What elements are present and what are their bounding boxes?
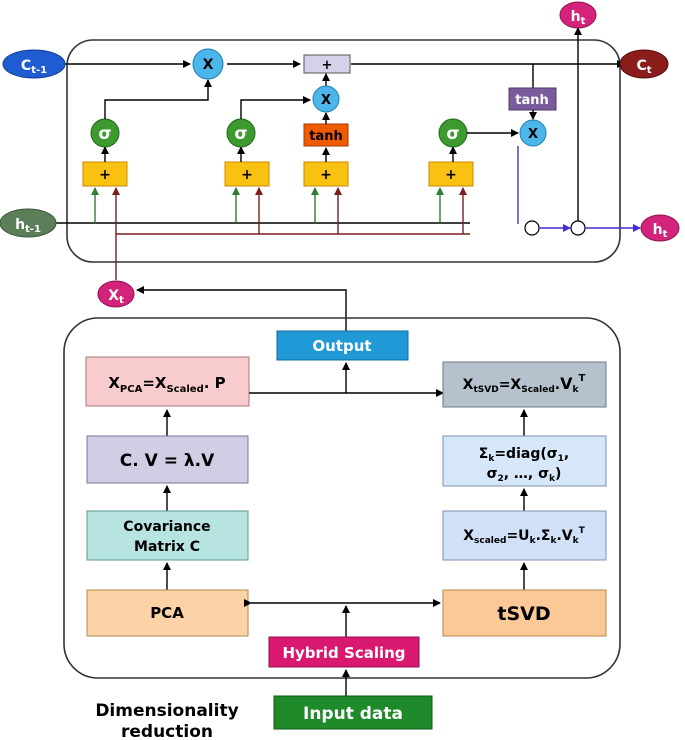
hybrid-scaling-label: Hybrid Scaling: [282, 644, 405, 662]
caption-line-2: reduction: [121, 722, 213, 740]
input-data-box: [273, 695, 433, 730]
forget-multiply-icon: [192, 48, 224, 80]
covariance-box: [86, 510, 249, 561]
sigma-symbol: σ: [446, 124, 459, 144]
dr-boundary: [63, 317, 621, 679]
multiply-symbol: X: [321, 93, 331, 108]
input-bus-line: [115, 233, 470, 280]
multiply-symbol: X: [528, 127, 538, 142]
c-prev-label: Ct-1: [21, 58, 47, 76]
tsvd-label: tSVD: [497, 603, 550, 625]
svd-equation-box: [442, 510, 607, 561]
h-top-badge: [559, 1, 597, 29]
input-multiply-icon: [312, 85, 340, 113]
c-next-badge: [619, 49, 669, 79]
svd-equation: Xscaled=Uk.Σk.VkT: [463, 526, 585, 546]
output-to-xt-path: [136, 286, 347, 331]
pca-projection-box: [85, 356, 250, 407]
tsvd-projection-box: [442, 361, 607, 408]
junction-node: [524, 220, 540, 236]
input-path: [240, 96, 311, 119]
eigen-box: [86, 435, 249, 484]
input-gate-sum: [224, 161, 270, 187]
covariance-line-2: Matrix C: [134, 539, 200, 555]
output-multiply-icon: [519, 119, 547, 147]
sigma-k-line-2: σ2, …, σk): [487, 466, 562, 484]
pca-projection-formula: XPCA=XScaled. P: [108, 374, 225, 395]
pca-box: [86, 589, 249, 637]
c-prev-badge: [2, 49, 66, 79]
h-prev-label: ht-1: [15, 217, 41, 235]
plus-symbol: +: [320, 167, 332, 183]
plus-symbol: +: [445, 167, 457, 183]
x-input-label: Xt: [108, 288, 124, 306]
h-prev-badge: [0, 208, 57, 238]
plus-symbol: +: [99, 167, 111, 183]
cell-state-plus-box: [303, 54, 351, 74]
c-next-label: Ct: [636, 58, 651, 76]
sigma-symbol: σ: [98, 124, 111, 144]
sigma-k-box: [442, 435, 607, 487]
candidate-sum: [303, 161, 349, 187]
multiply-symbol: X: [203, 57, 214, 73]
h-right-badge: [640, 214, 680, 242]
output-label: Output: [312, 337, 371, 355]
output-box: [276, 330, 409, 361]
lstm-cell-boundary: [66, 39, 621, 263]
caption-line-1: Dimensionality: [95, 701, 238, 721]
output-gate-sum: [428, 161, 474, 187]
tanh-label: tanh: [309, 129, 343, 144]
hybrid-scaling-box: [268, 636, 420, 668]
sigma-k-line-1: Σk=diag(σ1,: [479, 446, 570, 464]
pca-label: PCA: [150, 604, 184, 622]
tsvd-box: [442, 589, 607, 637]
h-right-label: ht: [653, 222, 668, 240]
tsvd-projection-formula: XtSVD=XScaled.VkT: [463, 373, 586, 395]
h-top-label: ht: [571, 9, 586, 27]
junction-node: [570, 220, 586, 236]
plus-symbol: +: [241, 167, 253, 183]
covariance-line-1: Covariance: [123, 519, 210, 535]
plus-symbol: +: [322, 58, 333, 73]
x-input-badge: [97, 280, 135, 308]
eigen-formula: C. V = λ.V: [120, 451, 215, 471]
input-data-label: Input data: [303, 704, 403, 724]
sigma-symbol: σ: [234, 124, 247, 144]
tanh-label: tanh: [515, 93, 549, 108]
forget-path: [104, 79, 212, 119]
